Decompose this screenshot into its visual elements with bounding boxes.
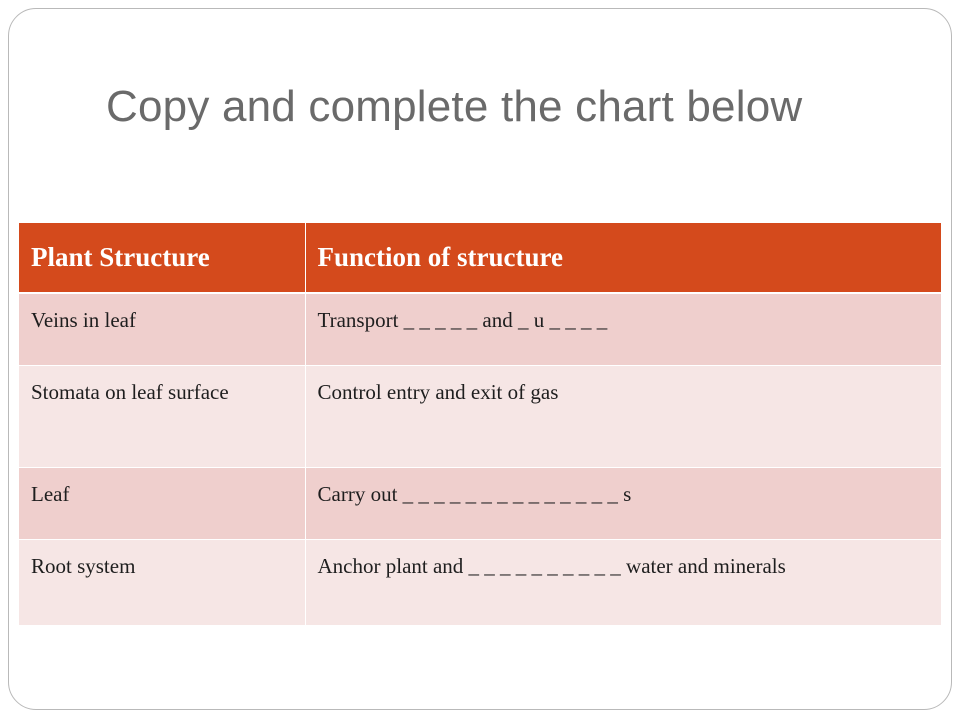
table-row: Stomata on leaf surface Control entry an… — [19, 365, 941, 468]
table-row: Leaf Carry out _ _ _ _ _ _ _ _ _ _ _ _ _… — [19, 467, 941, 540]
table-row: Root system Anchor plant and _ _ _ _ _ _… — [19, 539, 941, 626]
header-plant-structure: Plant Structure — [19, 223, 306, 294]
table-header-row: Plant Structure Function of structure — [19, 223, 941, 294]
structure-cell: Root system — [19, 539, 306, 626]
structure-cell: Leaf — [19, 467, 306, 540]
function-cell: Control entry and exit of gas — [305, 365, 941, 468]
slide-title: Copy and complete the chart below — [106, 82, 803, 131]
table-row: Veins in leaf Transport _ _ _ _ _ and _ … — [19, 293, 941, 366]
function-cell: Anchor plant and _ _ _ _ _ _ _ _ _ _ wat… — [305, 539, 941, 626]
plant-structure-table: Plant Structure Function of structure Ve… — [19, 223, 941, 626]
function-cell: Transport _ _ _ _ _ and _ u _ _ _ _ — [305, 293, 941, 366]
structure-cell: Stomata on leaf surface — [19, 365, 306, 468]
function-cell: Carry out _ _ _ _ _ _ _ _ _ _ _ _ _ _ s — [305, 467, 941, 540]
header-function-of-structure: Function of structure — [305, 223, 941, 294]
structure-cell: Veins in leaf — [19, 293, 306, 366]
